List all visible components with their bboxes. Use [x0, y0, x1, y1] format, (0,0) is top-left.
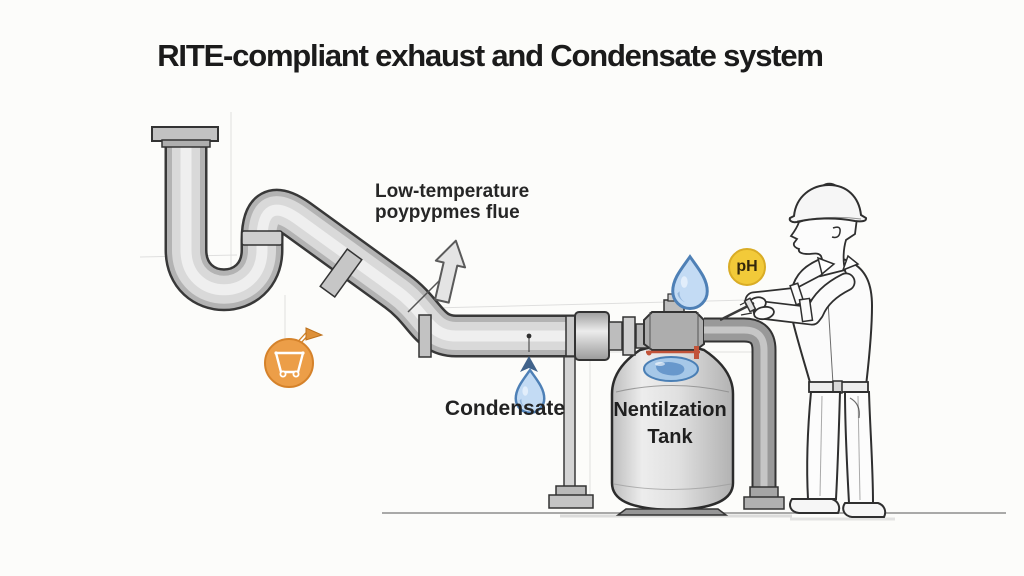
- worker-shoe: [789, 498, 841, 514]
- ph-badge: pH: [728, 248, 766, 286]
- diagram-title: RITE-compliant exhaust and Condensate sy…: [157, 38, 824, 73]
- tank-liquid: [643, 356, 699, 382]
- tank-label-line1: Nentilzation: [613, 399, 727, 421]
- worker-shoe: [842, 502, 887, 518]
- outlet-pipe: [704, 317, 785, 510]
- up-arrowhead-icon: [520, 356, 538, 372]
- flue-label-line1: Low-temperature: [375, 181, 530, 202]
- condensate-label: Condensate: [444, 397, 566, 420]
- hard-hat-icon: [788, 182, 868, 224]
- worker: [719, 182, 887, 518]
- flue-label-line2: poypypmes flue: [375, 202, 520, 223]
- support-pipe: [548, 351, 594, 509]
- tank-base: [615, 508, 729, 516]
- up-arrow-icon: [407, 239, 467, 313]
- neutralization-tank: [610, 344, 735, 516]
- pipe-fittings: [151, 126, 650, 361]
- worker-ear: [831, 226, 841, 239]
- worker-leg: [806, 391, 842, 500]
- water-droplet-icon: [671, 255, 709, 310]
- tank-label: Nentilzation Tank: [605, 397, 735, 451]
- tank-label-line2: Tank: [647, 426, 693, 448]
- condensate-marker: [520, 333, 538, 372]
- worker-near-arm: [752, 272, 856, 326]
- cart-icon: [264, 327, 324, 388]
- flue-label: Low-temperature poypypmes flue: [375, 181, 529, 223]
- worker-far-arm: [744, 266, 848, 311]
- ph-probe-icon: [719, 297, 757, 322]
- drain-valve-red: [646, 346, 700, 359]
- flag-icon: [305, 327, 324, 341]
